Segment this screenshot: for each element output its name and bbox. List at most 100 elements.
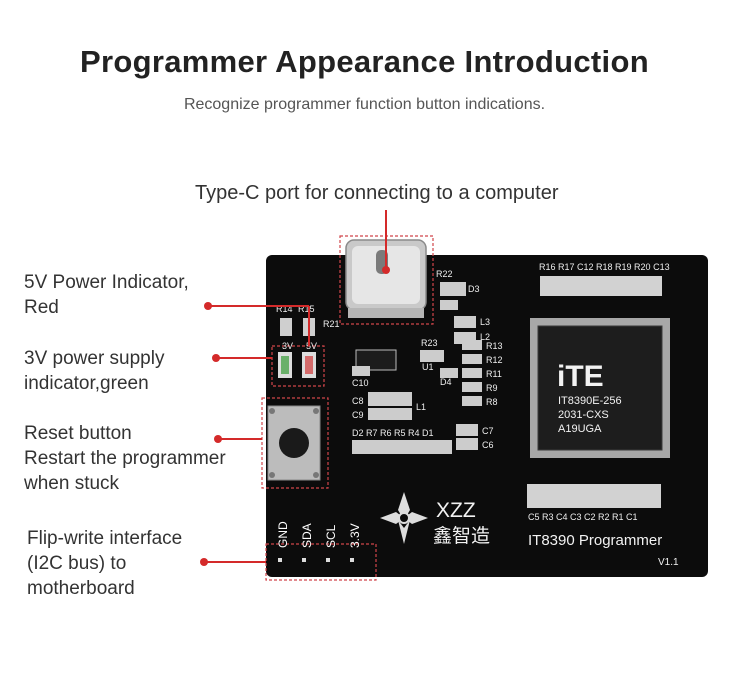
- chip-body: [537, 325, 663, 451]
- flipwrite-callout-line1: Flip-write interface: [27, 528, 183, 549]
- silk-r9: R9: [486, 383, 498, 393]
- silk-r12: R12: [486, 355, 503, 365]
- reset-button: [261, 397, 329, 489]
- silk-5v: 5V: [306, 341, 317, 351]
- silk-r8: R8: [486, 397, 498, 407]
- brand-name: XZZ: [436, 499, 476, 522]
- part-d4: [440, 368, 458, 378]
- silk-r23: R23: [421, 338, 438, 348]
- power-leds: [271, 318, 325, 387]
- pin-label-33v: 3.3V: [348, 523, 362, 548]
- part-r8: [462, 396, 482, 406]
- power3v-callout-line2: indicator,green: [24, 373, 149, 394]
- product-version: V1.1: [658, 557, 679, 568]
- flipwrite-callout-line2: (I2C bus) to: [27, 553, 127, 574]
- silk-d3: D3: [468, 284, 480, 294]
- silk-c7: C7: [482, 426, 494, 436]
- brand-mark: XZZ 鑫智造: [380, 492, 490, 547]
- brand-name-cn: 鑫智造: [433, 525, 490, 547]
- page-subtitle: Recognize programmer function button ind…: [183, 96, 546, 113]
- typec-pins: [348, 308, 424, 318]
- power-led-highlight-box: [271, 345, 325, 387]
- part-row1: [352, 440, 452, 454]
- i2c-header: GND SDA SCL 3.3V: [265, 521, 377, 581]
- typec-callout-text: Type-C port for connecting to a computer: [195, 182, 559, 204]
- leader-reset-dot: [214, 435, 222, 443]
- reset-pin: [313, 472, 319, 478]
- pin-label-scl: SCL: [324, 524, 338, 548]
- reset-switch-cap: [279, 428, 309, 458]
- typec-port: [339, 235, 434, 325]
- bottom-right-row: [527, 484, 661, 508]
- silk-l3: L3: [480, 317, 490, 327]
- silk-bottom-right: C5 R3 C4 C3 C2 R2 R1 C1: [528, 512, 638, 522]
- page-title: Programmer Appearance Introduction: [80, 44, 649, 79]
- top-right-row: [540, 276, 662, 296]
- silk-r13: R13: [486, 341, 503, 351]
- silk-l1: L1: [416, 402, 426, 412]
- typec-callout: Type-C port for connecting to a computer: [195, 181, 559, 206]
- part-c10: [352, 366, 370, 376]
- callout-lines: [200, 210, 390, 566]
- brand-logo-icon: [380, 492, 428, 544]
- power5v-callout: 5V Power Indicator, Red: [24, 270, 189, 320]
- reset-pin: [269, 408, 275, 414]
- reset-highlight-box: [261, 397, 329, 489]
- silk-top-right: R16 R17 C12 R18 R19 R20 C13: [539, 262, 670, 272]
- chip-logo: iTE: [557, 360, 604, 393]
- reset-pin: [313, 408, 319, 414]
- silk-c9: C9: [352, 410, 364, 420]
- power3v-callout: 3V power supply indicator,green: [24, 346, 164, 396]
- silk-l2: L2: [480, 332, 490, 342]
- power5v-callout-line1: 5V Power Indicator,: [24, 272, 189, 293]
- part-d3: [440, 282, 466, 296]
- silk-row1: D2 R7 R6 R5 R4 D1: [352, 428, 434, 438]
- part-c9: [368, 408, 412, 420]
- part-r12: [462, 354, 482, 364]
- i2c-highlight-box: [265, 543, 377, 581]
- silk-r14: R14: [276, 304, 293, 314]
- pin-label-sda: SDA: [300, 523, 314, 548]
- silk-r21: R21: [323, 319, 340, 329]
- silk-3v: 3V: [282, 341, 293, 351]
- main-chip: iTE IT8390E-256 2031-CXS A19UGA: [530, 318, 670, 458]
- silk-r15: R15: [298, 304, 315, 314]
- reset-callout: Reset button Restart the programmer when…: [24, 421, 226, 496]
- part-l3: [454, 316, 476, 328]
- part-r22: [440, 300, 458, 310]
- part-r11: [462, 368, 482, 378]
- leader-5v-dot: [204, 302, 212, 310]
- silk-d4: D4: [440, 377, 452, 387]
- leader-i2c-dot: [200, 558, 208, 566]
- part-c7: [456, 424, 478, 436]
- chip-line2: 2031-CXS: [558, 409, 609, 421]
- center-components: [352, 282, 482, 454]
- silk-r11: R11: [486, 369, 502, 379]
- product-name: IT8390 Programmer: [528, 532, 662, 549]
- reset-callout-line2: Restart the programmer: [24, 448, 226, 469]
- silk-u1: U1: [422, 362, 434, 372]
- part-c8: [368, 392, 412, 406]
- led-5v-lens: [305, 356, 313, 374]
- silk-r22: R22: [436, 269, 453, 279]
- pin-label-gnd: GND: [276, 521, 290, 548]
- reset-callout-line1: Reset button: [24, 423, 132, 444]
- res-r14: [280, 318, 292, 336]
- part-c6: [456, 438, 478, 450]
- silk-c8: C8: [352, 396, 364, 406]
- leader-typec-dot: [382, 266, 390, 274]
- flipwrite-callout-line3: motherboard: [27, 578, 135, 599]
- power5v-callout-line2: Red: [24, 297, 59, 318]
- i2c-pin: [302, 558, 306, 562]
- reset-callout-line3: when stuck: [24, 473, 120, 494]
- silk-c6: C6: [482, 440, 494, 450]
- i2c-pin: [350, 558, 354, 562]
- power3v-callout-line1: 3V power supply: [24, 348, 165, 369]
- reset-pin: [269, 472, 275, 478]
- led-3v-lens: [281, 356, 289, 374]
- leader-3v-dot: [212, 354, 220, 362]
- chip-u1: [355, 349, 397, 371]
- part-r13: [462, 340, 482, 350]
- flipwrite-callout: Flip-write interface (I2C bus) to mother…: [27, 526, 182, 601]
